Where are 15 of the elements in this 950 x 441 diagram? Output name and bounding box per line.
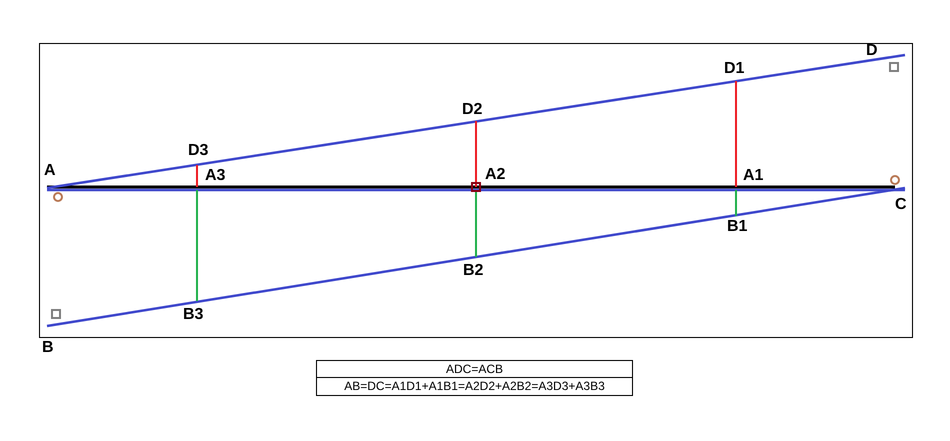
point-label: B2 bbox=[463, 262, 484, 280]
point-label: D3 bbox=[188, 142, 208, 160]
point-label: A1 bbox=[743, 167, 764, 185]
point-label: D2 bbox=[462, 101, 482, 119]
point-label: B1 bbox=[727, 218, 748, 236]
point-label: A bbox=[44, 162, 56, 180]
point-label: B bbox=[42, 339, 54, 357]
point-label: B3 bbox=[183, 306, 204, 324]
point-label: D1 bbox=[724, 60, 744, 78]
formula-text: AB=DC=A1D1+A1B1=A2D2+A2B2=A3D3+A3B3 bbox=[343, 379, 606, 394]
point-label: A2 bbox=[485, 166, 506, 184]
point-label: A3 bbox=[205, 167, 226, 185]
formula-text: ADC=ACB bbox=[444, 362, 504, 377]
point-label: D bbox=[866, 42, 878, 60]
point-label: C bbox=[895, 196, 907, 214]
